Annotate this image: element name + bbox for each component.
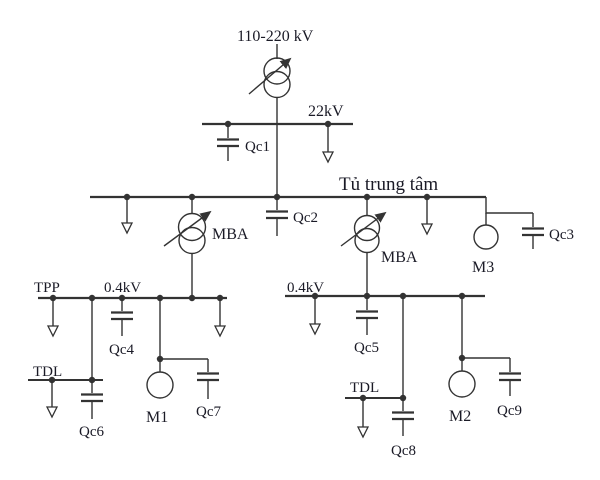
label-qc1: Qc1 <box>245 139 270 155</box>
label-m3: M3 <box>472 259 494 276</box>
label-m1: M1 <box>146 409 168 426</box>
label-qc9: Qc9 <box>497 403 522 419</box>
label-tpp: TPP <box>34 280 60 296</box>
capacitor-qc2 <box>266 197 288 236</box>
capacitor-qc4 <box>111 298 133 336</box>
label-qc3: Qc3 <box>549 227 574 243</box>
tap-changer-arrow-icon <box>340 211 387 247</box>
down-arrow-icon <box>46 325 60 338</box>
branch-m3-qc3 <box>473 197 544 250</box>
label-hv-level: 110-220 kV <box>237 28 314 45</box>
feeder-tdl-right <box>345 296 414 439</box>
hv-transformer <box>248 44 292 197</box>
label-m2: M2 <box>449 408 471 425</box>
capacitor-qc7 <box>197 359 219 399</box>
tap-changer-arrow-icon <box>163 210 212 247</box>
motor-m1 <box>146 359 174 399</box>
capacitor-qc3 <box>522 213 544 249</box>
label-qc5: Qc5 <box>354 340 379 356</box>
label-mba-left: MBA <box>212 226 249 243</box>
branch-m1-qc7 <box>146 298 219 399</box>
load-arrow-tdl-left <box>45 380 59 419</box>
motor-m2 <box>448 358 476 398</box>
down-arrow-icon <box>45 406 59 419</box>
label-qc7: Qc7 <box>196 404 221 420</box>
tap-changer-arrow-icon <box>248 57 292 95</box>
label-tdl-right: TDL <box>350 380 379 396</box>
label-qc8: Qc8 <box>391 443 416 459</box>
down-arrow-icon <box>308 323 322 336</box>
transformer-mba-right <box>340 197 387 296</box>
down-arrow-icon <box>420 223 434 236</box>
branch-m2-qc9 <box>448 296 521 398</box>
label-lv-left: 0.4kV <box>104 280 141 296</box>
label-mba-right: MBA <box>381 249 418 266</box>
load-arrow-tdl-right <box>356 398 370 439</box>
capacitor-qc5 <box>356 296 378 335</box>
label-tdl-left: TDL <box>33 364 62 380</box>
load-arrow-central-right <box>420 197 434 236</box>
capacitor-qc8 <box>392 398 414 436</box>
down-arrow-icon <box>356 426 370 439</box>
load-arrow-lv-right <box>308 296 322 336</box>
label-qc4: Qc4 <box>109 342 134 358</box>
feeder-tdl-left <box>28 298 103 419</box>
down-arrow-icon <box>321 151 335 164</box>
motor-m3 <box>473 213 499 250</box>
label-qc6: Qc6 <box>79 424 104 440</box>
label-mv-level: 22kV <box>308 103 344 120</box>
label-lv-right: 0.4kV <box>287 280 324 296</box>
load-arrow-22kv <box>321 124 335 164</box>
label-central-bus: Tủ trung tâm <box>339 174 438 195</box>
label-qc2: Qc2 <box>293 210 318 226</box>
transformer-mba-left <box>163 197 212 298</box>
capacitor-qc9 <box>499 358 521 396</box>
capacitor-qc1 <box>217 124 239 161</box>
load-arrow-lv-left-2 <box>213 298 227 338</box>
load-arrow-lv-left-1 <box>46 298 60 338</box>
capacitor-qc6 <box>81 380 103 419</box>
load-arrow-central-left <box>120 197 134 235</box>
down-arrow-icon <box>120 222 134 235</box>
down-arrow-icon <box>213 325 227 338</box>
